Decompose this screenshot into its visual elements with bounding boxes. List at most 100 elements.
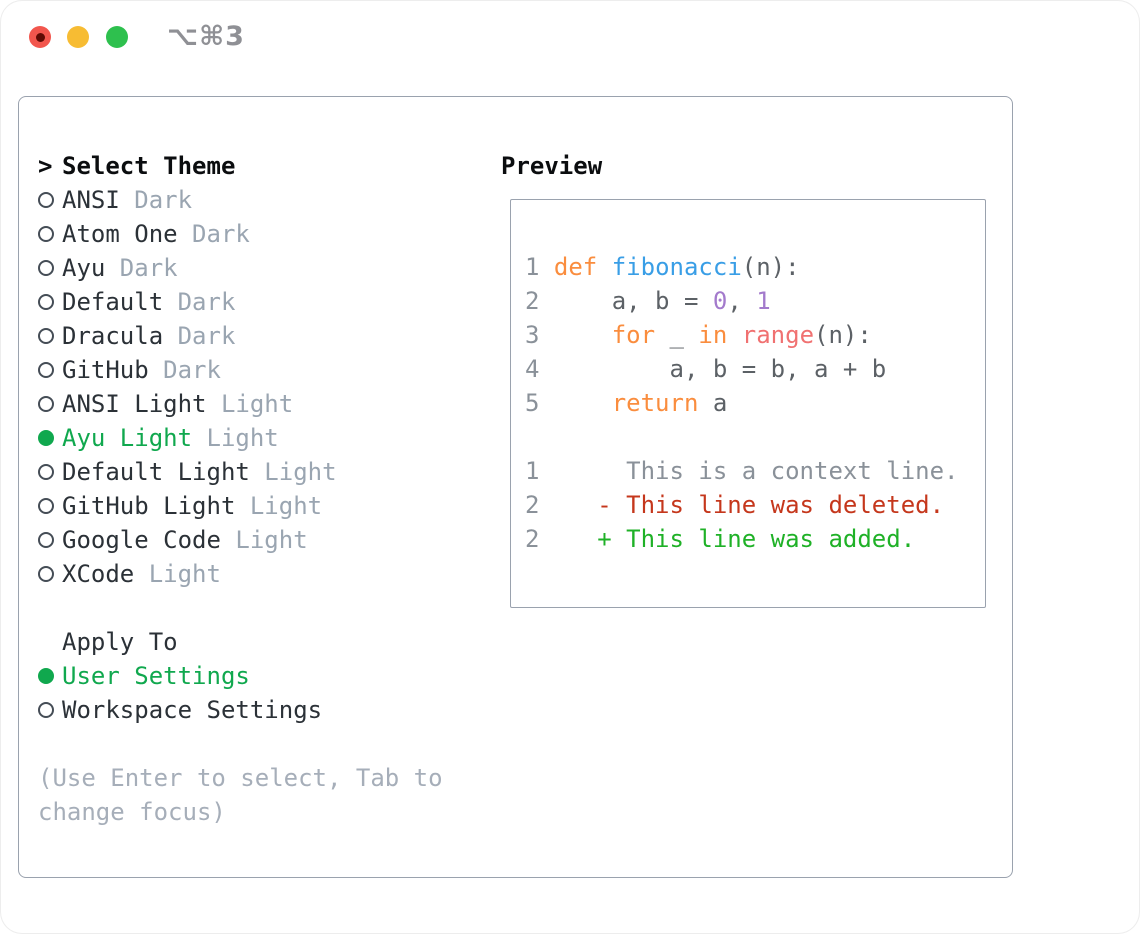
theme-name: XCode	[62, 560, 135, 588]
theme-name: Default	[62, 288, 164, 316]
code-token: fibonacci	[611, 253, 742, 281]
minimize-button[interactable]	[67, 26, 89, 48]
radio-icon	[38, 498, 62, 514]
code-token	[727, 321, 741, 349]
code-token	[554, 321, 612, 349]
theme-variant: Light	[235, 492, 323, 520]
code-token: a, b = b, a + b	[553, 355, 887, 383]
radio-circle	[38, 226, 54, 242]
select-theme-header: > Select Theme	[38, 149, 484, 183]
radio-circle	[38, 396, 54, 412]
line-number: 1	[525, 457, 554, 485]
preview-title: Preview	[501, 152, 603, 180]
radio-circle	[38, 498, 54, 514]
code-line: 2 + This line was added.	[525, 522, 985, 556]
code-token: range	[741, 321, 815, 349]
preview-panel: Preview 1 def fibonacci(n): 2 a, b = 0, 1…	[501, 149, 1001, 608]
radio-circle	[38, 192, 54, 208]
theme-name: Dracula	[62, 322, 164, 350]
theme-option[interactable]: GitHub Light Light	[38, 489, 484, 523]
radio-circle	[38, 294, 54, 310]
theme-option[interactable]: XCode Light	[38, 557, 484, 591]
close-button[interactable]	[29, 26, 51, 48]
theme-variant: Dark	[177, 220, 250, 248]
code-token: return	[611, 389, 699, 417]
section-gap	[38, 727, 484, 761]
theme-option[interactable]: Ayu Dark	[38, 251, 484, 285]
line-number: 1	[525, 253, 554, 281]
code-token: a	[698, 389, 728, 417]
radio-icon	[38, 226, 62, 242]
line-number: 3	[525, 321, 554, 349]
radio-circle	[38, 532, 54, 548]
code-line: 3 for _ in range(n):	[525, 318, 985, 352]
apply-to-title: Apply To	[62, 628, 178, 656]
radio-dot	[38, 430, 54, 446]
zoom-button[interactable]	[106, 26, 128, 48]
radio-circle	[38, 702, 54, 718]
radio-circle	[38, 260, 54, 276]
theme-option[interactable]: ANSI Light Light	[38, 387, 484, 421]
apply-option-label: Workspace Settings	[62, 696, 323, 724]
radio-icon	[38, 362, 62, 378]
code-line: 5 return a	[525, 386, 985, 420]
code-token: (n):	[741, 253, 800, 281]
code-line	[525, 420, 985, 454]
radio-icon	[38, 566, 62, 582]
code-token: for	[611, 321, 656, 349]
theme-name: ANSI Light	[62, 390, 207, 418]
theme-name: ANSI	[62, 186, 120, 214]
code-line: 2 - This line was deleted.	[525, 488, 985, 522]
theme-option[interactable]: Atom One Dark	[38, 217, 484, 251]
titlebar: ⌥⌘3	[0, 0, 1140, 74]
window-title-shortcut: ⌥⌘3	[167, 21, 245, 52]
theme-variant: Dark	[148, 356, 221, 384]
theme-option[interactable]: Ayu Light Light	[38, 421, 484, 455]
theme-variant: Dark	[119, 186, 193, 214]
code-token: - This line was deleted.	[553, 491, 945, 519]
code-token	[554, 389, 612, 417]
radio-icon	[38, 702, 62, 718]
theme-variant: Light	[206, 390, 294, 418]
line-number	[525, 423, 554, 451]
theme-option[interactable]: Default Dark	[38, 285, 484, 319]
line-number: 2	[525, 491, 554, 519]
code-token: This is a context line.	[553, 457, 959, 485]
radio-icon	[38, 192, 62, 208]
close-dot-icon	[35, 32, 45, 42]
code-line: 2 a, b = 0, 1	[525, 284, 985, 318]
code-token: _	[655, 321, 699, 349]
radio-icon	[38, 396, 62, 412]
theme-option[interactable]: Dracula Dark	[38, 319, 484, 353]
radio-circle	[38, 464, 54, 480]
apply-to-header: Apply To	[38, 625, 484, 659]
code-line: 4 a, b = b, a + b	[525, 352, 985, 386]
hint-text: (Use Enter to select, Tab to change focu…	[38, 764, 443, 826]
theme-option[interactable]: Google Code Light	[38, 523, 484, 557]
select-theme-title: Select Theme	[62, 152, 236, 180]
line-number: 5	[525, 389, 554, 417]
code-token	[597, 253, 611, 281]
line-number: 2	[525, 525, 554, 553]
radio-circle	[38, 362, 54, 378]
theme-option[interactable]: Default Light Light	[38, 455, 484, 489]
theme-variant: Light	[192, 424, 279, 452]
apply-option[interactable]: Workspace Settings	[38, 693, 484, 727]
theme-name: Ayu Light	[62, 424, 193, 452]
radio-dot	[38, 668, 54, 684]
code-line: 1 This is a context line.	[525, 454, 985, 488]
theme-name: GitHub Light	[62, 492, 236, 520]
theme-name: Default Light	[62, 458, 250, 486]
theme-variant: Dark	[105, 254, 178, 282]
radio-icon	[38, 260, 62, 276]
apply-option[interactable]: User Settings	[38, 659, 484, 693]
theme-variant: Light	[134, 560, 221, 588]
theme-option[interactable]: GitHub Dark	[38, 353, 484, 387]
theme-option[interactable]: ANSI Dark	[38, 183, 484, 217]
code-token: def	[553, 253, 598, 281]
theme-name: Google Code	[62, 526, 221, 554]
